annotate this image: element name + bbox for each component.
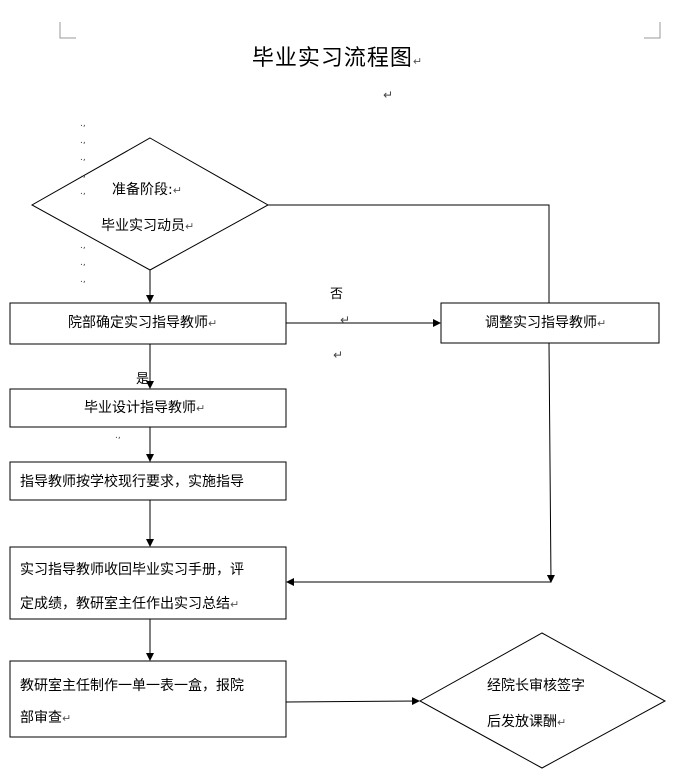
design-teacher-label: 毕业设计指导教师↵	[84, 400, 206, 416]
collect-label-line1: 实习指导教师收回毕业实习手册，评	[20, 562, 244, 578]
assign-teacher-box	[9, 302, 287, 345]
paragraph-mark: ↵	[383, 88, 394, 102]
paragraph-marks-column: .,.,.,	[80, 241, 86, 285]
prepare-label-line1: 准备阶段:↵	[112, 182, 182, 198]
collect-label-line2: 定成绩，教研室主任作出实习总结↵	[20, 596, 240, 612]
paragraph-marks-column: .,.,.,.,.,	[80, 119, 86, 197]
page-title: 毕业实习流程图↵	[251, 46, 424, 71]
report-box	[9, 660, 287, 738]
arrow-adjust-to-collect	[546, 342, 555, 583]
prepare-diamond	[30, 137, 270, 271]
paragraph-mark: ↵	[412, 55, 424, 68]
line-prepare-to-right	[268, 204, 550, 303]
assign-label: 院部确定实习指导教师↵	[68, 315, 218, 331]
approve-label-line1: 经院长审核签字	[487, 678, 585, 694]
design-teacher-box	[9, 388, 287, 428]
adjust-teacher-box	[440, 302, 660, 344]
paragraph-mark: .,	[115, 431, 121, 441]
paragraph-mark: ↵	[340, 313, 351, 327]
edge-label-no: 否	[330, 287, 344, 302]
paragraph-mark: ↵	[333, 348, 344, 362]
arrow-report-to-approve	[285, 697, 420, 706]
guide-label: 指导教师按学校现行要求，实施指导	[20, 474, 244, 490]
adjust-label: 调整实习指导教师↵	[485, 315, 607, 331]
collect-box	[9, 546, 287, 620]
page-corner-marks	[59, 22, 661, 39]
approve-label-line2: 后发放课酬↵	[487, 714, 567, 730]
report-label-line1: 教研室主任制作一单一表一盒，报院	[20, 678, 244, 694]
approve-diamond	[418, 632, 667, 769]
prepare-label-line2: 毕业实习动员↵	[101, 218, 195, 234]
edge-label-yes: 是	[136, 372, 150, 387]
guide-box	[9, 461, 287, 501]
report-label-line2: 部审查↵	[20, 710, 72, 726]
